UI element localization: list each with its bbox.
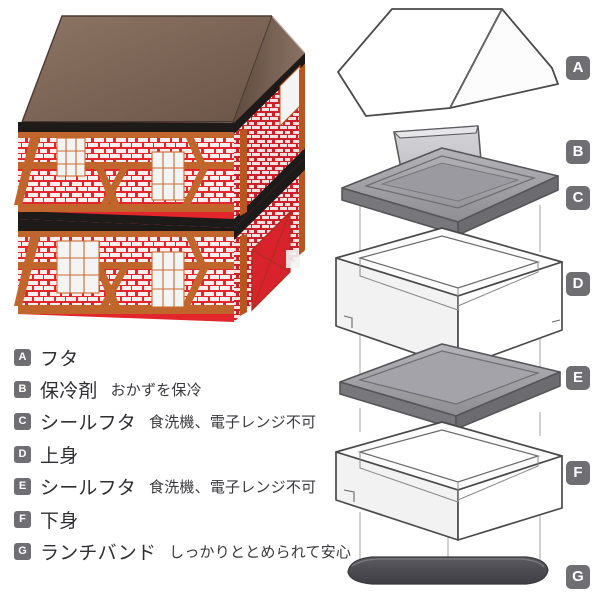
legend-row-d: D 上身 — [14, 439, 91, 469]
legend-badge-c: C — [14, 412, 31, 430]
legend-row-g: G ランチバンド しっかりととめられて安心 — [14, 536, 351, 566]
step-badge-c: C — [566, 186, 590, 210]
step-badge-b: B — [566, 140, 590, 164]
part-seal-lid-upper — [341, 147, 559, 236]
legend-desc-e: 食洗機、電子レンジ不可 — [149, 478, 317, 496]
part-seal-lid-lower — [339, 343, 561, 430]
exploded-diagram-illustration — [335, 8, 563, 585]
legend-badge-f: F — [14, 510, 31, 528]
step-badge-d: D — [566, 272, 590, 296]
legend-row-e: E シールフタ 食洗機、電子レンジ不可 — [14, 471, 316, 501]
step-badge-f: F — [566, 461, 590, 485]
legend-row-a: A フタ — [14, 342, 91, 372]
legend-label-g: ランチバンド — [40, 542, 157, 564]
part-lower-container — [335, 421, 563, 541]
legend-desc-b: おかずを保冷 — [110, 381, 202, 399]
step-badge-g: G — [566, 565, 590, 589]
exploded-diagram: A B C D E F G — [330, 0, 590, 600]
step-badge-a: A — [566, 56, 590, 80]
product-photo — [0, 0, 330, 340]
legend-label-e: シールフタ — [40, 477, 137, 499]
step-badge-e: E — [566, 366, 590, 390]
legend-label-c: シールフタ — [40, 412, 137, 434]
part-lunch-band — [347, 556, 549, 585]
legend-row-c: C シールフタ 食洗機、電子レンジ不可 — [14, 406, 316, 436]
legend-row-b: B 保冷剤 おかずを保冷 — [14, 374, 202, 404]
legend-badge-g: G — [14, 542, 31, 560]
legend-badge-b: B — [14, 380, 31, 398]
product-photo-illustration — [14, 15, 306, 322]
product-upper-tier — [14, 53, 305, 228]
legend-desc-c: 食洗機、電子レンジ不可 — [149, 413, 317, 431]
legend-row-f: F 下身 — [14, 504, 91, 534]
legend-label-a: フタ — [40, 348, 79, 370]
product-lower-tier — [14, 158, 305, 322]
legend-badge-e: E — [14, 477, 31, 495]
legend-badge-d: D — [14, 445, 31, 463]
parts-legend: A フタ B 保冷剤 おかずを保冷 C シールフタ 食洗機、電子レンジ不可 D … — [0, 338, 351, 600]
legend-desc-g: しっかりととめられて安心 — [169, 543, 352, 561]
part-lid — [337, 8, 559, 117]
legend-label-d: 上身 — [40, 445, 79, 467]
legend-label-b: 保冷剤 — [40, 380, 98, 402]
legend-badge-a: A — [14, 348, 31, 366]
legend-label-f: 下身 — [40, 510, 79, 532]
